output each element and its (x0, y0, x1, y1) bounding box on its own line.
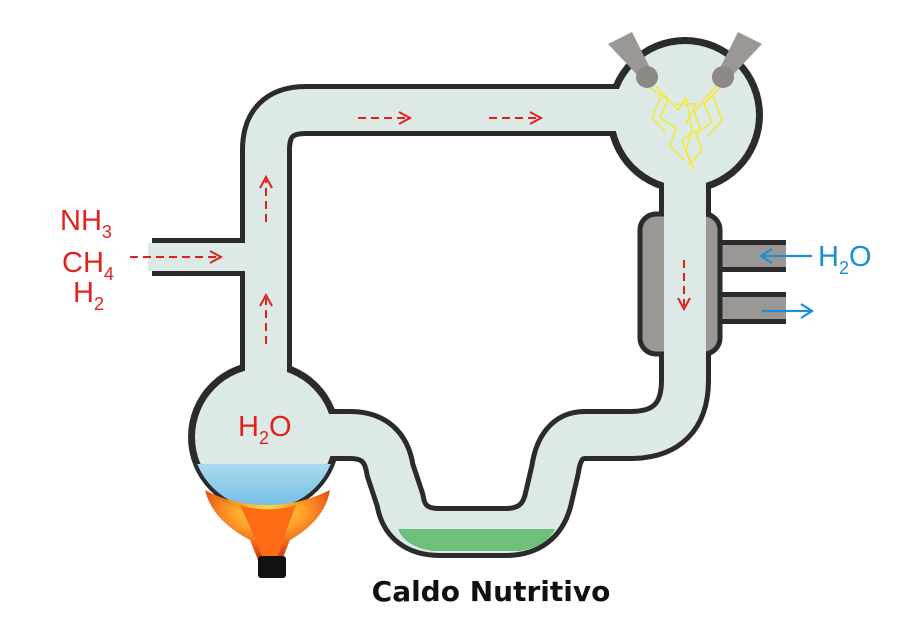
water-flow-arrows (758, 248, 815, 319)
electrodes (608, 32, 762, 88)
arrow-left-icon (758, 248, 812, 264)
gas-label-h2: H2 (73, 277, 104, 314)
upper-tube (240, 84, 620, 380)
gas-label-ch4: CH4 (62, 247, 114, 284)
nutrient-broth (398, 529, 555, 551)
flask-label: H2O (238, 411, 292, 448)
return-tube (300, 170, 711, 558)
caption: Caldo Nutritivo (372, 575, 611, 608)
arrow-right-icon (762, 303, 815, 319)
flame-icon (205, 490, 330, 560)
condenser (637, 211, 786, 357)
spark-icon (649, 85, 723, 171)
condenser-water-label: H2O (818, 241, 872, 278)
gas-input-labels: NH3 CH4 H2 (60, 205, 114, 314)
gas-flow-arrows (130, 117, 685, 344)
gas-label-nh3: NH3 (60, 205, 112, 242)
burner-icon (258, 556, 286, 578)
